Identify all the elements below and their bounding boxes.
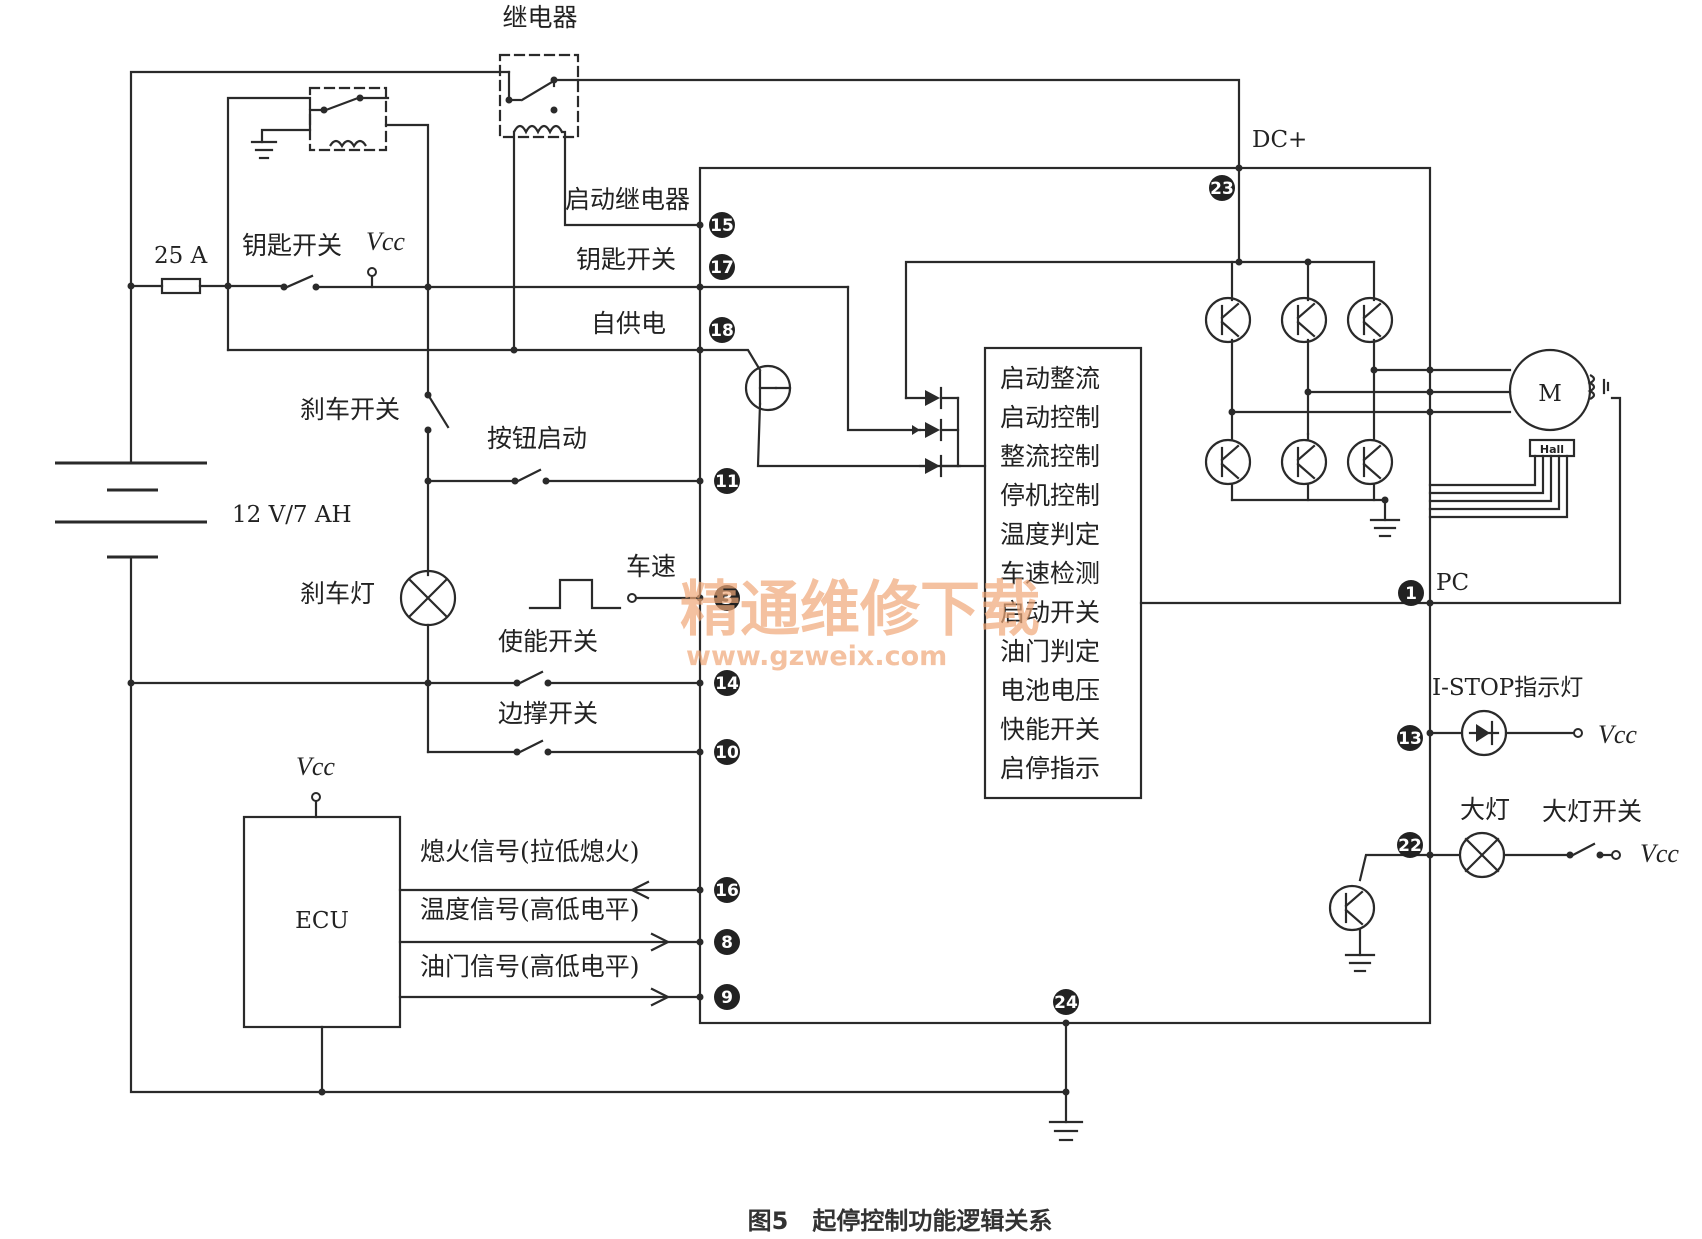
headlamp-switch [1566, 842, 1604, 859]
pin-9: 9 [714, 984, 740, 1010]
brake-switch-label: 刹车开关 [300, 395, 400, 424]
key-switch-label: 钥匙开关 [242, 231, 342, 260]
dc-plus-label: DC+ [1252, 127, 1307, 153]
pnp-transistor [744, 364, 792, 412]
function-item: 快能开关 [1000, 715, 1100, 744]
speed-label: 车速 [626, 552, 676, 581]
bridge-switches [1204, 260, 1394, 502]
kickstand-switch-label: 边撑开关 [498, 699, 598, 728]
diode-2 [918, 418, 960, 442]
pin-22: 22 [1397, 832, 1423, 858]
headlamp-switch-label: 大灯开关 [1542, 797, 1642, 826]
function-item: 整流控制 [1000, 442, 1100, 471]
vcc-ecu-label: Vcc [296, 752, 335, 781]
function-block [983, 346, 1143, 800]
diode-3 [918, 454, 960, 478]
pin-16: 16 [714, 877, 740, 903]
svg-text:3: 3 [721, 589, 733, 609]
npn-transistor [1328, 884, 1376, 932]
svg-text:16: 16 [715, 881, 739, 901]
pin-8: 8 [714, 929, 740, 955]
vcc-istop-label: Vcc [1598, 720, 1637, 749]
motor-label: M [1538, 381, 1562, 407]
pin-17: 17 [709, 254, 735, 280]
svg-text:8: 8 [721, 933, 733, 953]
pin-11: 11 [714, 468, 740, 494]
svg-text:11: 11 [715, 472, 739, 492]
istop-lamp [1460, 709, 1508, 757]
watermark-title: 精通维修下载 [680, 575, 1040, 645]
fuse [160, 277, 202, 295]
button-start-switch [511, 468, 550, 485]
figure-caption: 图5 起停控制功能逻辑关系 [748, 1207, 1053, 1235]
pin-10: 10 [714, 739, 740, 765]
pin-3: 3 [714, 585, 740, 611]
function-item: 启动控制 [1000, 403, 1100, 432]
self-power-label: 自供电 [591, 309, 666, 338]
enable-switch-label: 使能开关 [498, 627, 598, 656]
vcc-headlamp-label: Vcc [1640, 839, 1679, 868]
svg-text:15: 15 [710, 216, 734, 236]
brake-switch [424, 391, 450, 434]
temp-signal-label: 温度信号(高低电平) [420, 895, 640, 924]
pin-15: 15 [709, 212, 735, 238]
function-item: 启停指示 [1000, 754, 1100, 783]
svg-text:14: 14 [715, 674, 739, 694]
svg-text:1: 1 [1405, 584, 1417, 604]
speed-pulse [528, 578, 622, 610]
watermark-url: www.gzweix.com [686, 641, 947, 672]
function-list: 启动整流 启动控制 整流控制 停机控制 温度判定 车速检测 启动开关 油门判定 … [1000, 364, 1100, 783]
function-item: 车速检测 [1000, 559, 1100, 588]
svg-text:18: 18 [710, 321, 734, 341]
pc-label: PC [1436, 570, 1469, 596]
throttle-signal-label: 油门信号(高低电平) [420, 952, 640, 981]
hall-wires [1428, 454, 1569, 519]
istop-lamp-label: I-STOP指示灯 [1432, 675, 1583, 701]
diode-1 [904, 386, 960, 410]
pin-14: 14 [714, 670, 740, 696]
vcc-key-label: Vcc [366, 227, 405, 256]
pin-13: 13 [1397, 725, 1423, 751]
function-item: 启动整流 [1000, 364, 1100, 393]
svg-text:24: 24 [1054, 993, 1078, 1013]
function-item: 温度判定 [1000, 520, 1100, 549]
kickstand-switch [513, 739, 552, 756]
pin-18: 18 [709, 317, 735, 343]
battery [55, 461, 207, 559]
relay-label: 继电器 [502, 3, 577, 32]
start-relay-label: 启动继电器 [565, 185, 690, 214]
brake-lamp-label: 刹车灯 [300, 579, 375, 608]
svg-text:22: 22 [1398, 836, 1422, 856]
ecu-label: ECU [295, 908, 349, 934]
key-switch-pin-label: 钥匙开关 [576, 245, 676, 274]
main-relay [498, 53, 580, 139]
headlamp [1458, 831, 1506, 879]
svg-text:23: 23 [1210, 179, 1234, 199]
function-item: 油门判定 [1000, 637, 1100, 666]
flameout-signal-label: 熄火信号(拉低熄火) [420, 837, 640, 866]
svg-text:10: 10 [715, 743, 739, 763]
battery-label: 12 V/7 AH [232, 502, 352, 528]
brake-lamp [399, 569, 457, 627]
key-switch [280, 274, 320, 291]
svg-text:17: 17 [710, 258, 734, 278]
pin-1: 1 [1398, 580, 1424, 606]
svg-text:9: 9 [721, 988, 733, 1008]
svg-text:13: 13 [1398, 729, 1422, 749]
enable-switch [513, 670, 552, 687]
hall-label: Hall [1540, 443, 1564, 456]
fuse-label: 25 A [154, 243, 208, 269]
function-item: 电池电压 [1000, 676, 1100, 705]
button-start-label: 按钮启动 [487, 424, 587, 453]
headlamp-label: 大灯 [1460, 795, 1510, 824]
function-item: 停机控制 [1000, 481, 1100, 510]
function-item: 启动开关 [1000, 598, 1100, 627]
pin-23: 23 [1209, 175, 1235, 201]
pin-24: 24 [1053, 989, 1079, 1015]
